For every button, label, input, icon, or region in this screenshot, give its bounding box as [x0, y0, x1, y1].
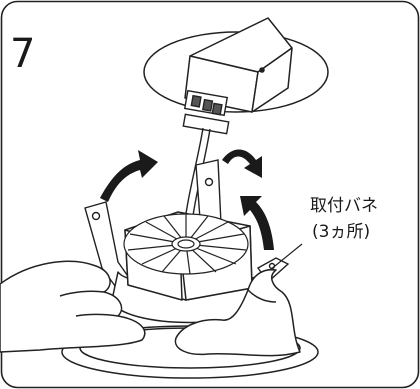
rotate-arrow-right	[240, 196, 274, 250]
rotate-arrow-left	[100, 150, 158, 202]
left-hand	[0, 260, 146, 353]
rotate-arrow-top	[222, 149, 262, 178]
terminal-connector	[182, 89, 230, 135]
step-number: 7	[10, 31, 36, 77]
right-hand	[174, 268, 301, 357]
mounting-spring-count-label: (3ヵ所)	[312, 222, 371, 242]
callout-leader-line	[269, 243, 303, 271]
mounting-spring-label: 取付バネ	[310, 196, 378, 216]
heat-sink	[123, 213, 249, 275]
